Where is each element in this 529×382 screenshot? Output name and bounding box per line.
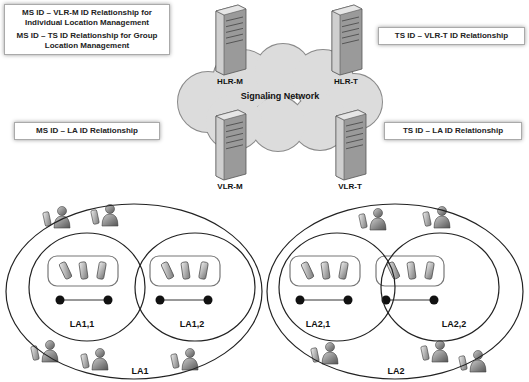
network-cloud: HLR-MHLR-TVLR-MVLR-TSignaling Network [168,42,386,150]
relationship-text: TS ID – LA ID Relationship [389,126,517,136]
station-dot [344,296,353,305]
station-dot [104,296,113,305]
link-line [160,300,208,301]
mobile-user [31,341,58,363]
server-icon [328,108,372,180]
handset-icon [339,262,349,280]
handset-icon [407,262,416,280]
mobile-user [423,207,450,229]
handset-icon [59,261,73,279]
location-area: LA1,1 [28,232,146,342]
handset-icon [161,261,175,279]
server-icon [208,108,252,180]
link-line [60,300,108,301]
server-label: HLR-T [334,77,358,87]
handset-icon [301,261,315,279]
network-label: Signaling Network [241,91,320,102]
server-node: HLR-M [208,3,252,89]
group-frame [150,256,220,286]
server-node: VLR-M [208,108,252,194]
handset-icon [321,262,330,280]
handset-icon [199,262,209,280]
area-label: LA2,2 [442,319,467,330]
location-area: LA2,1 LA2,2LA2 [266,203,524,380]
terminal-group [48,256,118,305]
relationship-text: MS ID – LA ID Relationship [19,126,155,136]
handset-icon [79,262,88,280]
mobile-user [359,209,386,231]
server-node: VLR-T [328,108,372,194]
relationship-box: TS ID – LA ID Relationship [384,122,522,140]
server-label: HLR-M [217,77,243,87]
mobile-user [81,349,108,371]
location-area: LA1,2 [134,232,256,342]
server-icon [324,3,368,75]
area-outline [5,203,263,380]
server-label: VLR-T [338,182,362,192]
location-area: LA2,1 [278,232,396,342]
group-frame [376,256,444,286]
location-area: LA2,2 [380,232,500,342]
area-label: LA1,2 [180,319,205,330]
handset-icon [425,262,435,280]
handset-icon [97,262,107,280]
group-frame [290,256,360,286]
station-dot [430,296,439,305]
area-label: LA2,1 [306,319,331,330]
terminal-group [48,256,444,305]
handset-icon [181,262,190,280]
server-label: VLR-M [217,182,242,192]
group-frame [48,256,118,286]
mobile-user [421,341,448,363]
area-label: LA1,1 [70,319,95,330]
mobile-user [31,205,486,373]
relationship-text: MS ID – TS ID Relationship for Group Loc… [9,31,165,51]
server-node: HLR-T [324,3,368,89]
relationship-text: TS ID – VLR-T ID Relationship [383,31,520,41]
area-outline [380,232,500,342]
area-outline [278,232,396,342]
relationship-box: MS ID – LA ID Relationship [14,122,160,140]
relationship-box: TS ID – VLR-T ID Relationship [378,27,525,45]
terminal-group [290,256,360,305]
relationship-box: MS ID – VLR-M ID Relationship for Indivi… [4,4,170,55]
terminal-group [150,256,220,305]
station-dot [156,296,165,305]
link-line [300,300,348,301]
station-dot [56,296,65,305]
area-label: LA2 [387,366,404,377]
station-dot [204,296,213,305]
station-dot [296,296,305,305]
location-area: LA1,1 LA1,2LA1 [5,203,263,380]
mobile-user [311,343,338,365]
relationship-text: MS ID – VLR-M ID Relationship for Indivi… [9,8,165,28]
area-label: LA1 [131,366,148,377]
server-icon [208,3,252,75]
mobile-user [171,349,198,371]
